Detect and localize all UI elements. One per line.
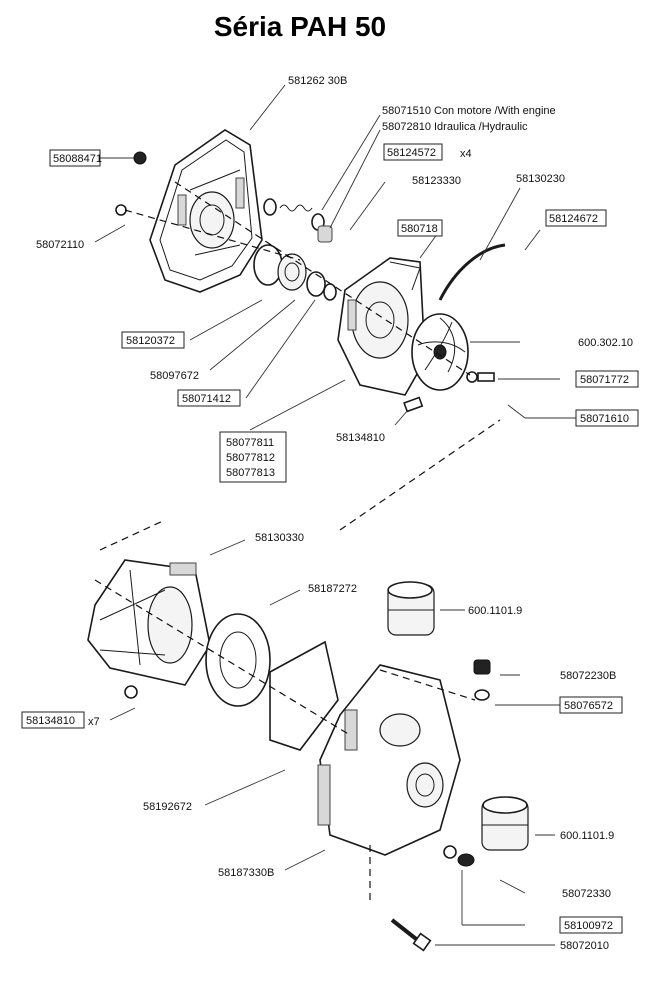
assembly-link-line — [339, 419, 501, 531]
label-58076572: 58076572 — [564, 700, 613, 712]
label-58187330B: 58187330B — [218, 867, 274, 879]
label-58126230B: 581262 30B — [288, 75, 347, 87]
label-58071510: 58071510 Con motore /With engine — [382, 105, 556, 117]
label-58077813: 58077813 — [226, 467, 275, 479]
label-600-1101-9-b: 600.1101.9 — [560, 830, 614, 842]
assembly-axis-line — [124, 209, 301, 261]
mechanical-seal-part — [253, 244, 337, 301]
bolt-58072010-part — [390, 918, 432, 952]
label-x4: x4 — [460, 148, 472, 160]
label-58124672: 58124672 — [549, 213, 598, 225]
label-58192672: 58192672 — [143, 801, 192, 813]
label-58130330: 58130330 — [255, 532, 304, 544]
box-58124672 — [545, 209, 607, 227]
label-58072230B: 58072230B — [560, 670, 616, 682]
label-580718: 580718 — [401, 223, 438, 235]
impeller-part — [411, 313, 469, 391]
label-58072810: 58072810 Idraulica /Hydraulic — [382, 121, 528, 133]
label-58124572: 58124572 — [387, 147, 436, 159]
label-58120372: 58120372 — [126, 335, 175, 347]
box-58077811-group — [219, 431, 287, 483]
seal-58192672-part — [269, 640, 339, 751]
box-58134810-bot — [21, 711, 85, 729]
label-x7: x7 — [88, 716, 100, 728]
box-58124572 — [383, 143, 443, 161]
bolt-58134810-bot-part — [124, 685, 138, 699]
box-58120372 — [121, 331, 185, 349]
bottom-axis-line — [99, 519, 166, 551]
box-580718 — [397, 219, 443, 237]
valve-spring-part — [263, 198, 333, 243]
impeller-nut-part — [466, 371, 495, 383]
fitting-600-1101-9-b-part — [481, 796, 529, 851]
oring-58130230-part — [438, 243, 506, 301]
bolt-58134810-top-part — [403, 396, 424, 413]
label-600-302-10: 600.302.10 — [578, 337, 633, 349]
label-58071772: 58071772 — [580, 374, 629, 386]
box-58088471 — [49, 149, 101, 167]
box-58071610 — [575, 409, 639, 427]
label-58077811: 58077811 — [226, 437, 274, 449]
label-58088471: 58088471 — [53, 153, 102, 165]
cap-58088471-part — [133, 151, 147, 165]
box-58100972 — [559, 916, 623, 934]
bottom-axis-line-2 — [94, 579, 351, 736]
box-58071772 — [575, 370, 639, 388]
label-58100972: 58100972 — [564, 920, 613, 932]
bottom-axis-line-3 — [379, 669, 476, 701]
volute-casing-part — [337, 257, 426, 396]
part-labels: 581262 30B 58071510 Con motore /With eng… — [21, 75, 639, 952]
label-58072110: 58072110 — [36, 239, 84, 251]
label-58071610: 58071610 — [580, 413, 629, 425]
fitting-600-1101-9-a-part — [387, 581, 435, 636]
drain-plug-part — [443, 845, 475, 867]
label-58134810-top: 58134810 — [336, 432, 385, 444]
gasket-58187272-part — [205, 613, 271, 707]
label-58123330: 58123330 — [412, 175, 461, 187]
label-58071412: 58071412 — [182, 393, 231, 405]
adapter-frame-part — [87, 559, 211, 686]
screw-58072110-part — [115, 204, 127, 216]
label-58187272: 58187272 — [308, 583, 357, 595]
top-assembly — [115, 129, 506, 413]
label-600-1101-9-a: 600.1101.9 — [468, 605, 522, 617]
label-58077812: 58077812 — [226, 452, 275, 464]
plug-58072230B-part — [473, 659, 491, 701]
label-58072010: 58072010 — [560, 940, 609, 952]
leader-lines — [94, 84, 576, 946]
label-58134810-bot: 58134810 — [26, 715, 75, 727]
label-58097672: 58097672 — [150, 370, 199, 382]
diagram-title: Séria PAH 50 — [214, 11, 386, 42]
label-58072330: 58072330 — [562, 888, 611, 900]
pump-cover-part — [149, 129, 263, 293]
box-58071412 — [177, 389, 241, 407]
label-58130230: 58130230 — [516, 173, 565, 185]
assembly-axis-line-2 — [174, 181, 471, 376]
pump-body-part — [317, 664, 461, 856]
box-58076572 — [559, 696, 623, 714]
